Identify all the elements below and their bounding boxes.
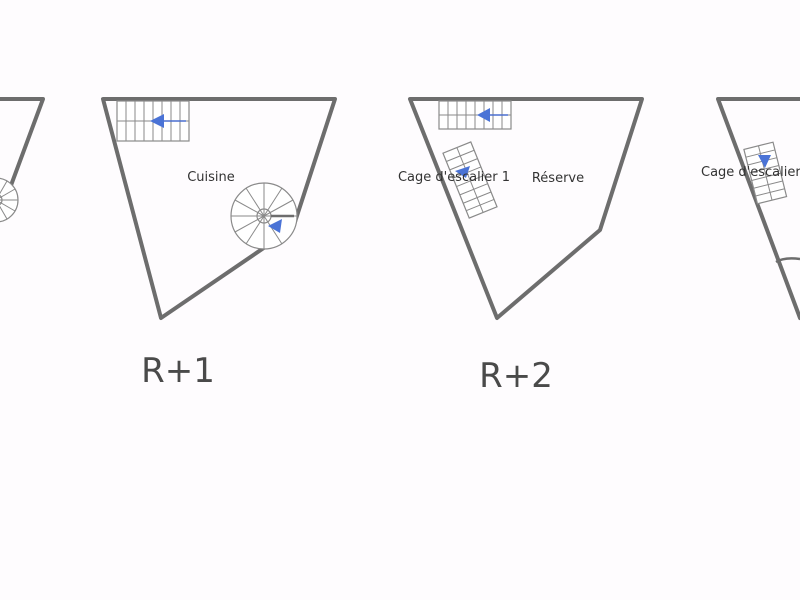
direction-arrow-icon: [268, 219, 282, 233]
floor-plan-r1: Cuisine R+1: [101, 97, 337, 391]
room-label-cage-escalier-1: Cage d'escalier 1: [398, 170, 510, 185]
plan-outline: [716, 97, 800, 320]
plan-outline: [408, 97, 644, 320]
spiral-stair-icon: [230, 182, 298, 250]
direction-arrow-icon: [758, 155, 771, 168]
floor-plan-r2: Cage d'escalier 1 Réserve R+2: [398, 97, 644, 396]
direction-arrow-icon: [455, 166, 470, 178]
room-label-reserve: Réserve: [532, 171, 584, 186]
direction-arrow-icon: [477, 108, 508, 122]
straight-stair-icon: [116, 100, 190, 142]
direction-arrow-icon: [150, 114, 186, 128]
straight-stair-icon: [438, 100, 512, 130]
spiral-stair-icon: [0, 177, 19, 223]
level-label-r1: R+1: [141, 351, 215, 391]
floor-plan-right-partial: Cage d'escalier: [701, 97, 800, 320]
level-label-r2: R+2: [479, 356, 553, 396]
straight-stair-icon: [743, 141, 788, 205]
room-label-cage-escalier: Cage d'escalier: [701, 165, 800, 180]
room-label-cuisine: Cuisine: [187, 170, 235, 185]
floor-plan-left-partial: [0, 97, 45, 223]
straight-stair-icon: [442, 141, 498, 219]
plan-outline: [0, 97, 45, 217]
